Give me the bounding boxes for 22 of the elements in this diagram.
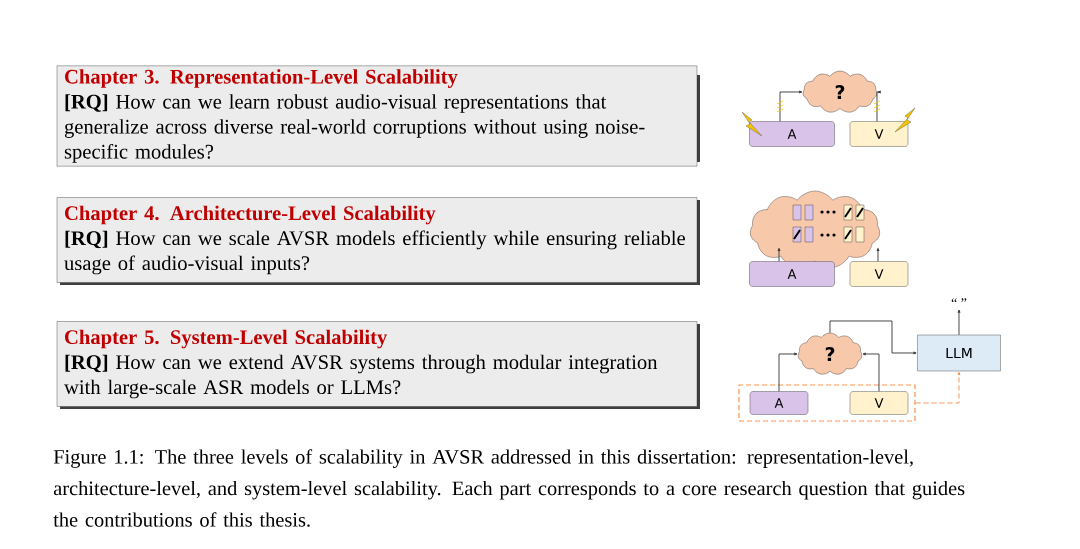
llm-box: LLM — [917, 334, 1001, 372]
arrow — [779, 90, 803, 122]
arrow — [957, 309, 961, 336]
visual-box: V — [849, 391, 909, 415]
arrow — [829, 320, 917, 355]
arrow — [778, 352, 798, 392]
dashed-group-box — [738, 384, 916, 422]
audio-box: A — [749, 261, 835, 287]
arrow — [862, 352, 880, 392]
output-quotes: “ ” — [951, 298, 967, 302]
visual-box: V — [849, 121, 909, 147]
chapter-box: Chapter 3. Representation-Level Scalability [RQ] How can we learn robust audio-visual representations that generalize across diverse real-world corruptions without using noise-specific modules? — [56, 65, 700, 167]
chapter-box: Chapter 4. Architecture-Level Scalability [RQ] How can we scale AVSR models efficiently while ensuring reliable usage of audio-visual inputs? — [56, 197, 700, 285]
chapter-box: Chapter 5. System-Level Scalability [RQ] How can we extend AVSR systems through modular integration with large-scale ASR models or LLMs? — [56, 321, 700, 409]
audio-box: A — [749, 121, 835, 147]
figure-caption: Figure 1.1: The three levels of scalability in AVSR addressed in this dissertation: representation-level, architecture-level, and system-level scalability. Each part corresponds to a core research question that guides the contributions of this thesis. — [53, 449, 965, 527]
arrow — [876, 247, 880, 262]
visual-box: V — [849, 261, 909, 287]
arrow — [876, 90, 882, 122]
arrow — [915, 371, 961, 404]
arrow — [777, 247, 781, 262]
audio-box: A — [749, 391, 809, 415]
